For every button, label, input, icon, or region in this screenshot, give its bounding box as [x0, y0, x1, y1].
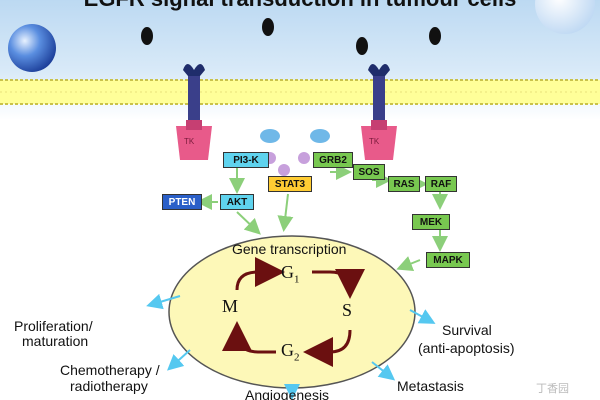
adaptor-purple-2: [278, 164, 290, 176]
nucleus: [168, 235, 416, 389]
egfr-receptor-right: [361, 64, 397, 160]
decorative-sphere-left: [8, 24, 56, 72]
tk-label-right: TK: [369, 137, 380, 146]
mek-box: MEK: [412, 214, 450, 230]
stat3-box: STAT3: [268, 176, 312, 192]
grb2-box: GRB2: [313, 152, 353, 168]
adaptor-purple-3: [298, 152, 310, 164]
cell-cycle-arrows: [222, 257, 365, 367]
outcome-anti-apoptosis: (anti-apoptosis): [418, 340, 515, 356]
cell-cycle-g1: G1: [281, 262, 300, 286]
pathway-arrows: [196, 164, 448, 271]
ligand-1: [141, 27, 153, 45]
akt-box: AKT: [220, 194, 254, 210]
pi3k-box: PI3-K: [223, 152, 269, 168]
outcome-metastasis: Metastasis: [397, 378, 464, 394]
pten-box: PTEN: [162, 194, 202, 210]
gene-transcription-label: Gene transcription: [232, 241, 347, 257]
cell-cycle-s: S: [342, 300, 353, 320]
decorative-sphere-right: [535, 0, 595, 34]
outcome-survival: Survival: [442, 322, 492, 338]
cell-cycle-g2: G2: [281, 340, 300, 364]
ligand-3: [356, 37, 368, 55]
sos-box: SOS: [353, 164, 385, 180]
outcome-angiogenesis: Angiogenesis: [245, 387, 330, 400]
watermark: 丁香园: [536, 383, 569, 395]
tk-label-left: TK: [184, 137, 195, 146]
outcome-proliferation: Proliferation/: [14, 318, 93, 334]
outcome-chemotherapy: Chemotherapy /: [60, 362, 160, 378]
outcome-maturation: maturation: [22, 333, 89, 349]
diagram-title: EGFR signal transduction in tumour cells: [40, 0, 560, 12]
cell-membrane: [0, 79, 600, 105]
ligand-4: [429, 27, 441, 45]
adaptor-blue-right: [310, 129, 330, 143]
ligand-2: [262, 18, 274, 36]
adaptor-blue-left: [260, 129, 280, 143]
outcome-arrows: [146, 293, 436, 400]
egfr-receptor-left: [176, 64, 212, 160]
mapk-box: MAPK: [426, 252, 470, 268]
ras-box: RAS: [388, 176, 420, 192]
outcome-radiotherapy: radiotherapy: [70, 378, 148, 394]
raf-box: RAF: [425, 176, 457, 192]
cell-cycle-m: M: [222, 296, 239, 316]
